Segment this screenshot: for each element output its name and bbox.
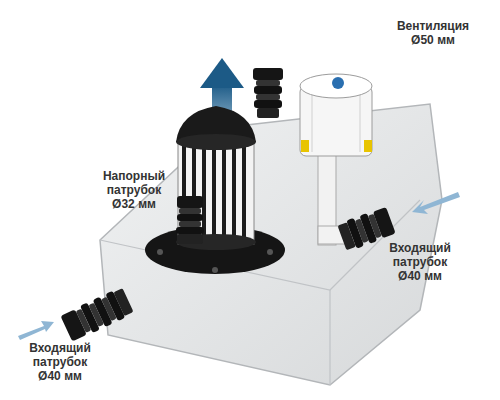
- tank-edge: [329, 290, 330, 385]
- inlet-arrow: [18, 321, 54, 340]
- vent-pipe: [253, 68, 283, 118]
- part-label: Вентиляция Ø50 мм: [392, 20, 474, 48]
- inlet-pipe: [60, 286, 134, 342]
- part-label: Напорный патрубок Ø32 мм: [100, 170, 168, 211]
- tank-edge: [100, 200, 420, 290]
- inlet-pipe: [337, 206, 396, 252]
- inlet-arrow: [412, 192, 460, 214]
- part-label: Входящий патрубок Ø40 мм: [24, 342, 96, 383]
- pump-motor: [145, 106, 285, 274]
- pressure-pipe: [176, 196, 204, 244]
- part-label: Входящий патрубок Ø40 мм: [384, 242, 456, 283]
